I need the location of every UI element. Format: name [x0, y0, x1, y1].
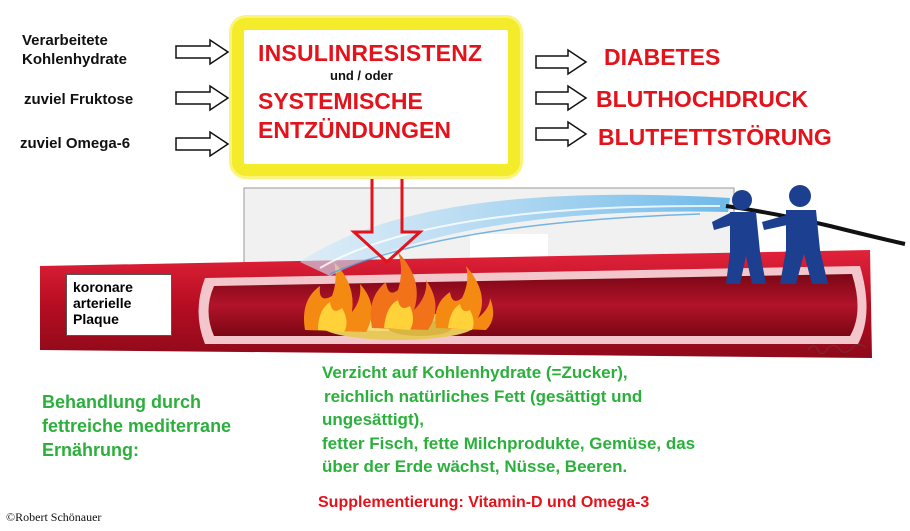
flame-icon: [435, 266, 494, 330]
arrow-right-icon: [175, 130, 230, 158]
treatment-label-line1: Behandlung durch: [42, 392, 201, 412]
arrow-right-icon: [175, 38, 230, 66]
supplement-text: Supplementierung: Vitamin-D und Omega-3: [318, 494, 650, 511]
treatment-label-line2: fettreiche mediterrane: [42, 416, 232, 436]
treatment-line1: Verzicht auf Kohlenhydrate (=Zucker),: [322, 363, 628, 382]
firefighter-icon: [712, 190, 766, 284]
arrow-right-icon: [175, 84, 230, 112]
cause-carbs-line2: Kohlenhydrate: [22, 51, 128, 68]
plaque-line1: koronare: [73, 279, 133, 295]
treatment-label-line3: Ernährung:: [42, 440, 139, 460]
arrow-right-icon: [535, 48, 588, 76]
artist-signature: [807, 343, 867, 355]
outcome-lipid-disorder: BLUTFETTSTÖRUNG: [598, 124, 832, 150]
central-box: [232, 18, 520, 176]
cause-processed-carbs: Verarbeitete Kohlenhydrate: [22, 31, 127, 69]
hose: [725, 204, 906, 246]
treatment-line2: reichlich natürliches Fett (gesättigt un…: [324, 386, 643, 406]
treatment-line3: ungesättigt),: [322, 410, 424, 429]
cause-carbs-line1: Verarbeitete: [22, 32, 108, 49]
center-inflammation: ENTZÜNDUNGEN: [258, 117, 451, 143]
flame-icon: [304, 262, 372, 332]
plaque-label: koronare arterielle Plaque: [66, 274, 172, 336]
center-and-or: und / oder: [330, 68, 393, 83]
plaque-line3: Plaque: [73, 311, 119, 327]
arrow-right-icon: [535, 84, 588, 112]
outcome-hypertension: BLUTHOCHDRUCK: [596, 86, 809, 112]
flame-icon: [370, 252, 436, 330]
cause-omega6: zuviel Omega-6: [20, 135, 131, 152]
treatment-details: Verzicht auf Kohlenhydrate (=Zucker), re…: [322, 361, 695, 479]
plaque-line2: arterielle: [73, 295, 132, 311]
treatment-line4: fetter Fisch, fette Milchprodukte, Gemüs…: [322, 433, 696, 453]
center-systemic: SYSTEMISCHE: [258, 88, 423, 114]
firefighter-icon: [762, 185, 828, 284]
center-insulin-resistance: INSULINRESISTENZ: [258, 40, 483, 66]
treatment-line5: über der Erde wächst, Nüsse, Beeren.: [322, 457, 628, 476]
copyright: ©Robert Schönauer: [6, 510, 102, 524]
cause-fructose: zuviel Fruktose: [24, 91, 134, 108]
arrow-right-icon: [535, 120, 588, 148]
treatment-label: Behandlung durch fettreiche mediterrane …: [42, 390, 231, 462]
outcome-diabetes: DIABETES: [604, 44, 721, 70]
